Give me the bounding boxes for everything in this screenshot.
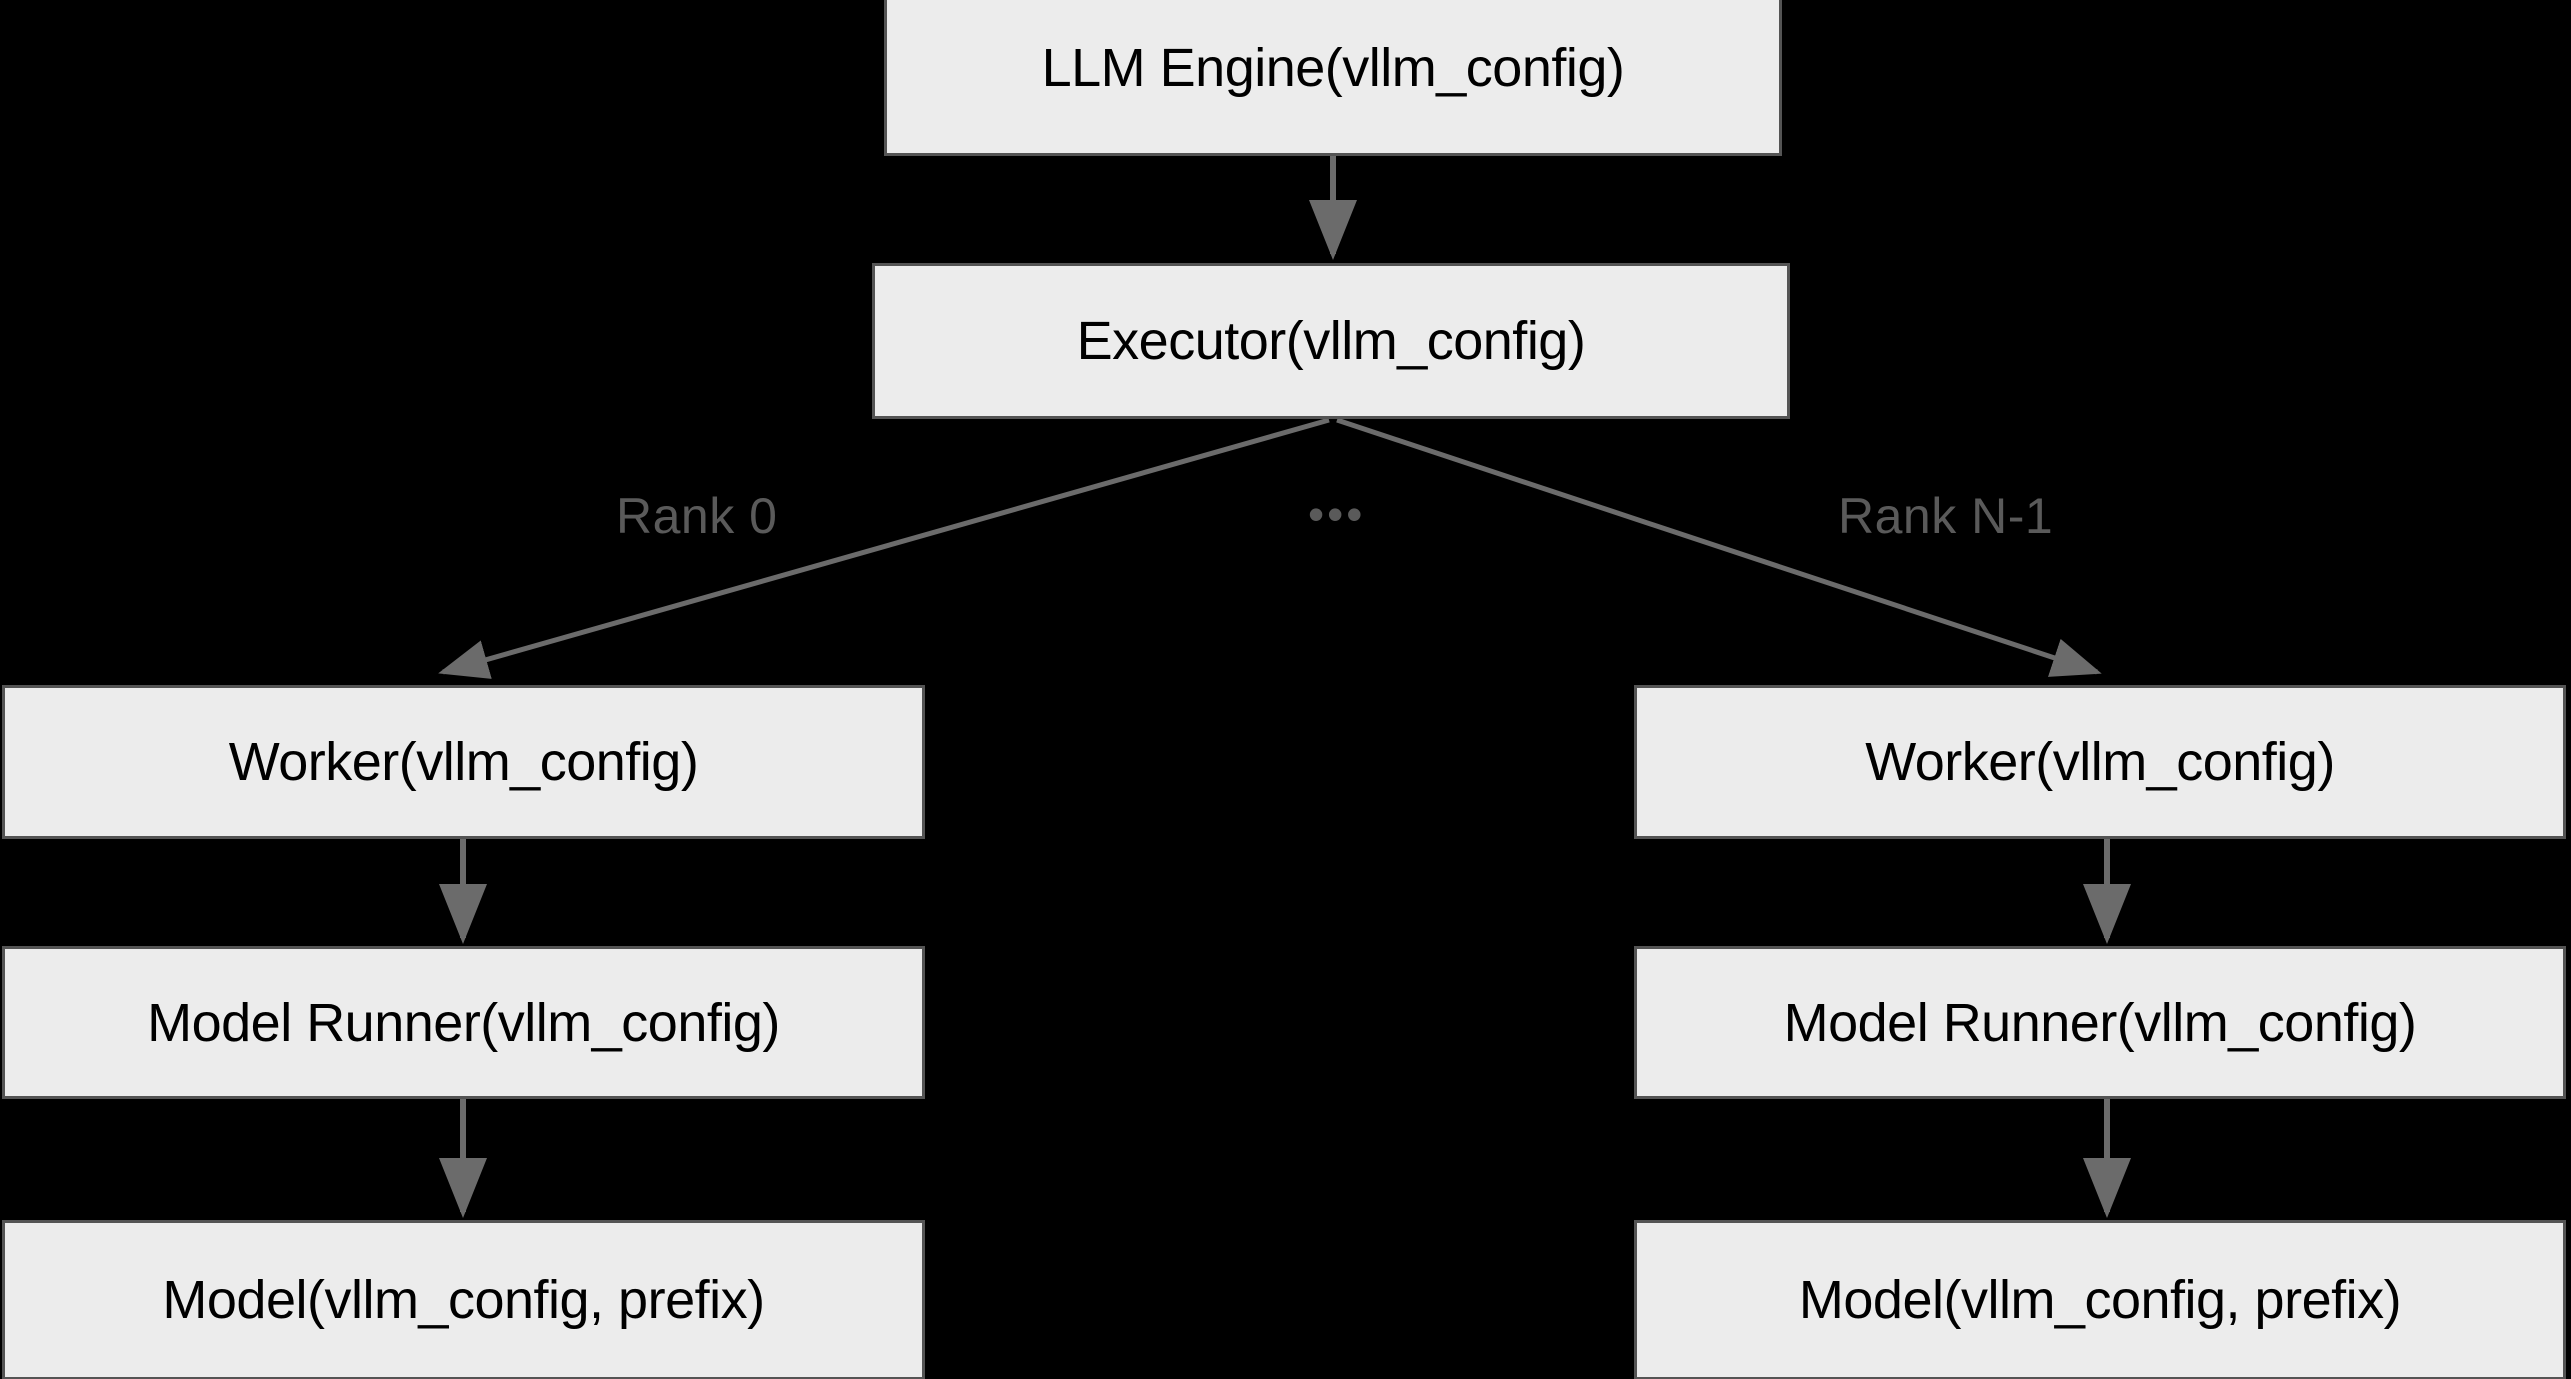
edge-executor-to-worker-0 (438, 417, 1330, 679)
edge-executor-to-worker-n (1336, 417, 2102, 677)
node-executor-label: Executor(vllm_config) (1076, 311, 1586, 371)
node-worker-rank-n[interactable]: Worker(vllm_config) (1634, 685, 2566, 839)
node-model-runner-rank-0[interactable]: Model Runner(vllm_config) (2, 946, 925, 1099)
node-model-runner-rank-n[interactable]: Model Runner(vllm_config) (1634, 946, 2566, 1099)
node-model-rank-0[interactable]: Model(vllm_config, prefix) (2, 1220, 925, 1379)
node-worker-rank-0-label: Worker(vllm_config) (228, 732, 699, 792)
node-model-rank-0-label: Model(vllm_config, prefix) (162, 1270, 765, 1330)
node-worker-rank-0[interactable]: Worker(vllm_config) (2, 685, 925, 839)
edge-label-ellipsis: ••• (1308, 488, 1366, 540)
edge-label-rank-0: Rank 0 (616, 488, 778, 544)
node-model-rank-n-label: Model(vllm_config, prefix) (1798, 1270, 2402, 1330)
node-llm-engine[interactable]: LLM Engine(vllm_config) (884, 0, 1782, 156)
node-llm-engine-label: LLM Engine(vllm_config) (1041, 38, 1625, 98)
node-model-runner-rank-n-label: Model Runner(vllm_config) (1783, 992, 2417, 1053)
node-executor[interactable]: Executor(vllm_config) (872, 263, 1790, 419)
node-worker-rank-n-label: Worker(vllm_config) (1865, 732, 2335, 792)
node-model-rank-n[interactable]: Model(vllm_config, prefix) (1634, 1220, 2566, 1379)
edge-label-rank-n: Rank N-1 (1838, 488, 2054, 544)
node-model-runner-rank-0-label: Model Runner(vllm_config) (147, 992, 780, 1053)
